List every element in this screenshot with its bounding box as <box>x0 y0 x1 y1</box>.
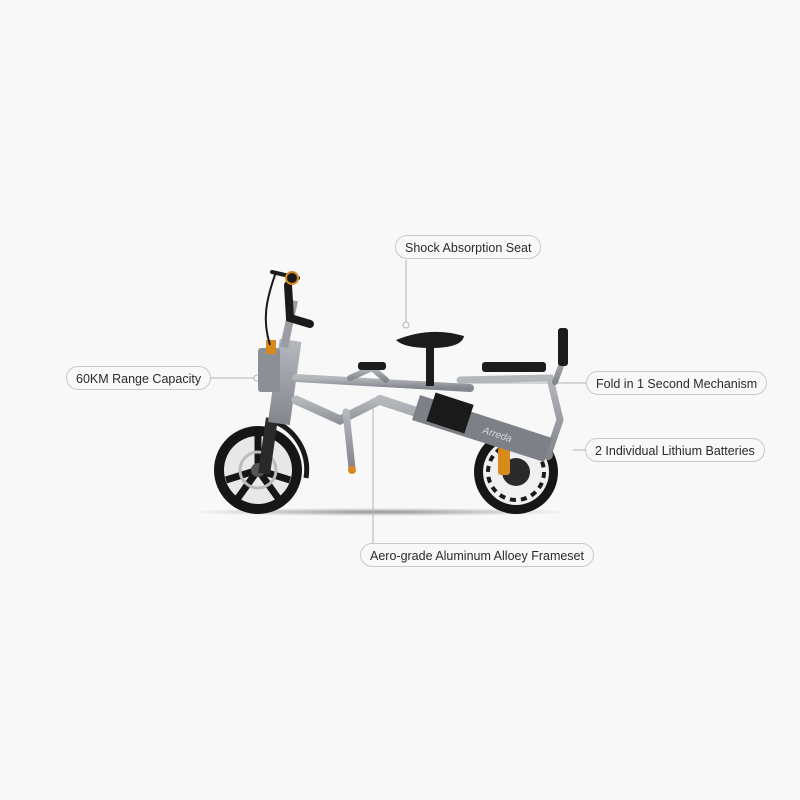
seats <box>358 328 568 386</box>
ground-shadow <box>190 508 570 516</box>
kickstand-foot <box>348 466 356 474</box>
callout-aluminum-frameset: Aero-grade Aluminum Alloey Frameset <box>360 543 594 567</box>
front-wheel <box>214 417 310 514</box>
steering-column <box>258 270 314 475</box>
callout-range-capacity: 60KM Range Capacity <box>66 366 212 390</box>
callout-fold-mechanism: Fold in 1 Second Mechanism <box>586 371 768 395</box>
battery-pack: Arreda <box>412 392 552 462</box>
callout-lithium-batteries: 2 Individual Lithium Batteries <box>585 438 765 462</box>
callout-shock-absorption-seat: Shock Absorption Seat <box>395 235 542 259</box>
